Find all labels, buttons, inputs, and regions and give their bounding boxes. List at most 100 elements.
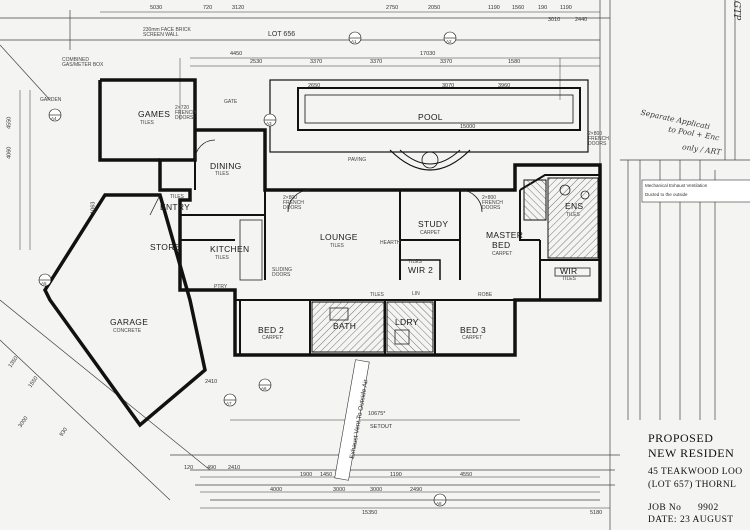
dim-house-7: 2650 [308,83,321,89]
room-bed2-floor: CARPET [262,335,283,341]
room-dining-floor: TILES [215,171,229,177]
room-bed3-floor: CARPET [462,335,483,341]
title-address-2: (LOT 657) THORNL [648,480,737,490]
room-ens: ENS [565,201,584,211]
dim-top-4: 2050 [428,5,441,11]
face-brick-note: 230mm FACE BRICK SCREEN WALL [143,27,191,38]
title-proposed: PROPOSED [648,431,714,445]
room-ldry: LDRY [395,317,419,327]
lot-label: LOT 656 [268,31,296,38]
job-no-label: JOB No [648,503,682,513]
dim-top-9: 2440 [575,17,588,23]
mech-note-line2: Ducted to the outside [645,192,688,197]
dim-top-6: 1560 [512,5,525,11]
dim-bottom-2: 490 [207,465,217,471]
mech-note-box [641,179,750,203]
pool [269,79,589,171]
dim-house-1: 2530 [250,59,263,65]
paving-label: PAVING [348,157,367,163]
section-markers [38,31,457,507]
room-kitchen: KITCHEN [210,244,250,254]
room-games: GAMES [138,109,171,119]
room-entry-floor: TILES [170,194,184,200]
french-doors-ens: 2×800 FRENCH DOORS [588,131,609,147]
dim-house-9: 3960 [498,83,511,89]
room-bed3: BED 3 [460,325,487,335]
dim-top-3: 2750 [386,5,399,11]
section-a6: A6 [261,386,267,391]
dim-top-7: 190 [538,5,548,11]
dim-house-3: 3370 [370,59,383,65]
job-no-value: 9902 [698,503,719,513]
linen-label: LIN [412,291,420,297]
section-a8: A8 [436,501,442,506]
date-label: DATE: [648,515,677,525]
room-wir: WIR [560,266,578,276]
dim-house-6: 17030 [420,51,436,57]
dim-house-5: 1580 [508,59,521,65]
wet-area-hatching [311,177,599,353]
fixtures [149,139,591,345]
dim-house-8: 3070 [442,83,455,89]
room-kitchen-floor: TILES [215,255,229,261]
room-entry: ENTRY [160,202,191,212]
date-value: 23 AUGUST [680,515,734,525]
room-lounge: LOUNGE [320,232,358,242]
dim-bottom-5: 1190 [390,472,402,478]
robe-label: ROBE [478,292,493,298]
section-a4: A4 [51,116,57,121]
dim-bottom-9: 4000 [270,487,283,493]
room-master-line2: BED [492,240,511,250]
french-doors-master: 2×800 FRENCH DOORS [482,195,503,211]
section-a3: A3 [266,121,272,126]
section-a7: A7 [226,401,232,406]
hall-tiles-label: TILES [370,292,384,298]
title-address-1: 45 TEAKWOOD LOO [648,467,743,477]
section-a2: A2 [446,39,452,44]
room-garage: GARAGE [110,317,149,327]
room-master-floor: CARPET [492,251,513,257]
dim-bottom-4: 1450 [320,472,333,478]
room-bath: BATH [333,321,357,331]
room-wir2: WIR 2 [408,265,434,275]
room-games-floor: TILES [140,120,154,126]
dim-bottom-12: 15350 [362,510,378,516]
dim-bottom-10: 1900 [300,472,313,478]
house-walls [42,78,602,428]
gate-label: GATE [224,99,238,105]
room-study: STUDY [418,219,449,229]
corner-handwritten-note: GTP [731,0,742,21]
dim-left-2: 1063 [90,201,97,214]
dim-bottom-3: 2410 [228,465,241,471]
setout-dimension: 10675* [368,411,386,417]
room-ens-floor: TILES [566,212,580,218]
dim-top-10: 1190 [560,5,572,11]
dim-top-8: 3010 [548,17,561,23]
dim-bottom-1: 120 [184,465,194,471]
pool-label: POOL [418,112,443,122]
gas-meter-note: COMBINED GAS/METER BOX [62,57,104,68]
dim-left-0: 4550 [6,116,13,129]
dim-bottom-11: 3000 [370,487,383,493]
room-lounge-floor: TILES [330,243,344,249]
section-a5: A5 [41,281,47,286]
dim-top-5: 1190 [488,5,500,11]
garden-label: GARDEN [40,97,62,103]
french-doors-games: 2×720 FRENCH DOORS [175,105,196,121]
room-study-floor: CARPET [420,230,441,236]
dim-left-1: 4060 [6,146,13,159]
dim-top-0: 5030 [150,5,163,11]
dim-top-2: 3120 [232,5,245,11]
room-wir2-floor: TILES [408,259,422,265]
dimension-lines [19,11,610,509]
dim-house-0: 4450 [230,51,243,57]
vent-note-box [334,359,370,481]
setout-label: SETOUT [370,424,393,430]
room-bed2: BED 2 [258,325,285,335]
room-master-line1: MASTER [486,230,524,240]
room-wir-floor: TILES [562,276,576,282]
section-a1: A1 [351,39,357,44]
dim-house-2: 3370 [310,59,323,65]
